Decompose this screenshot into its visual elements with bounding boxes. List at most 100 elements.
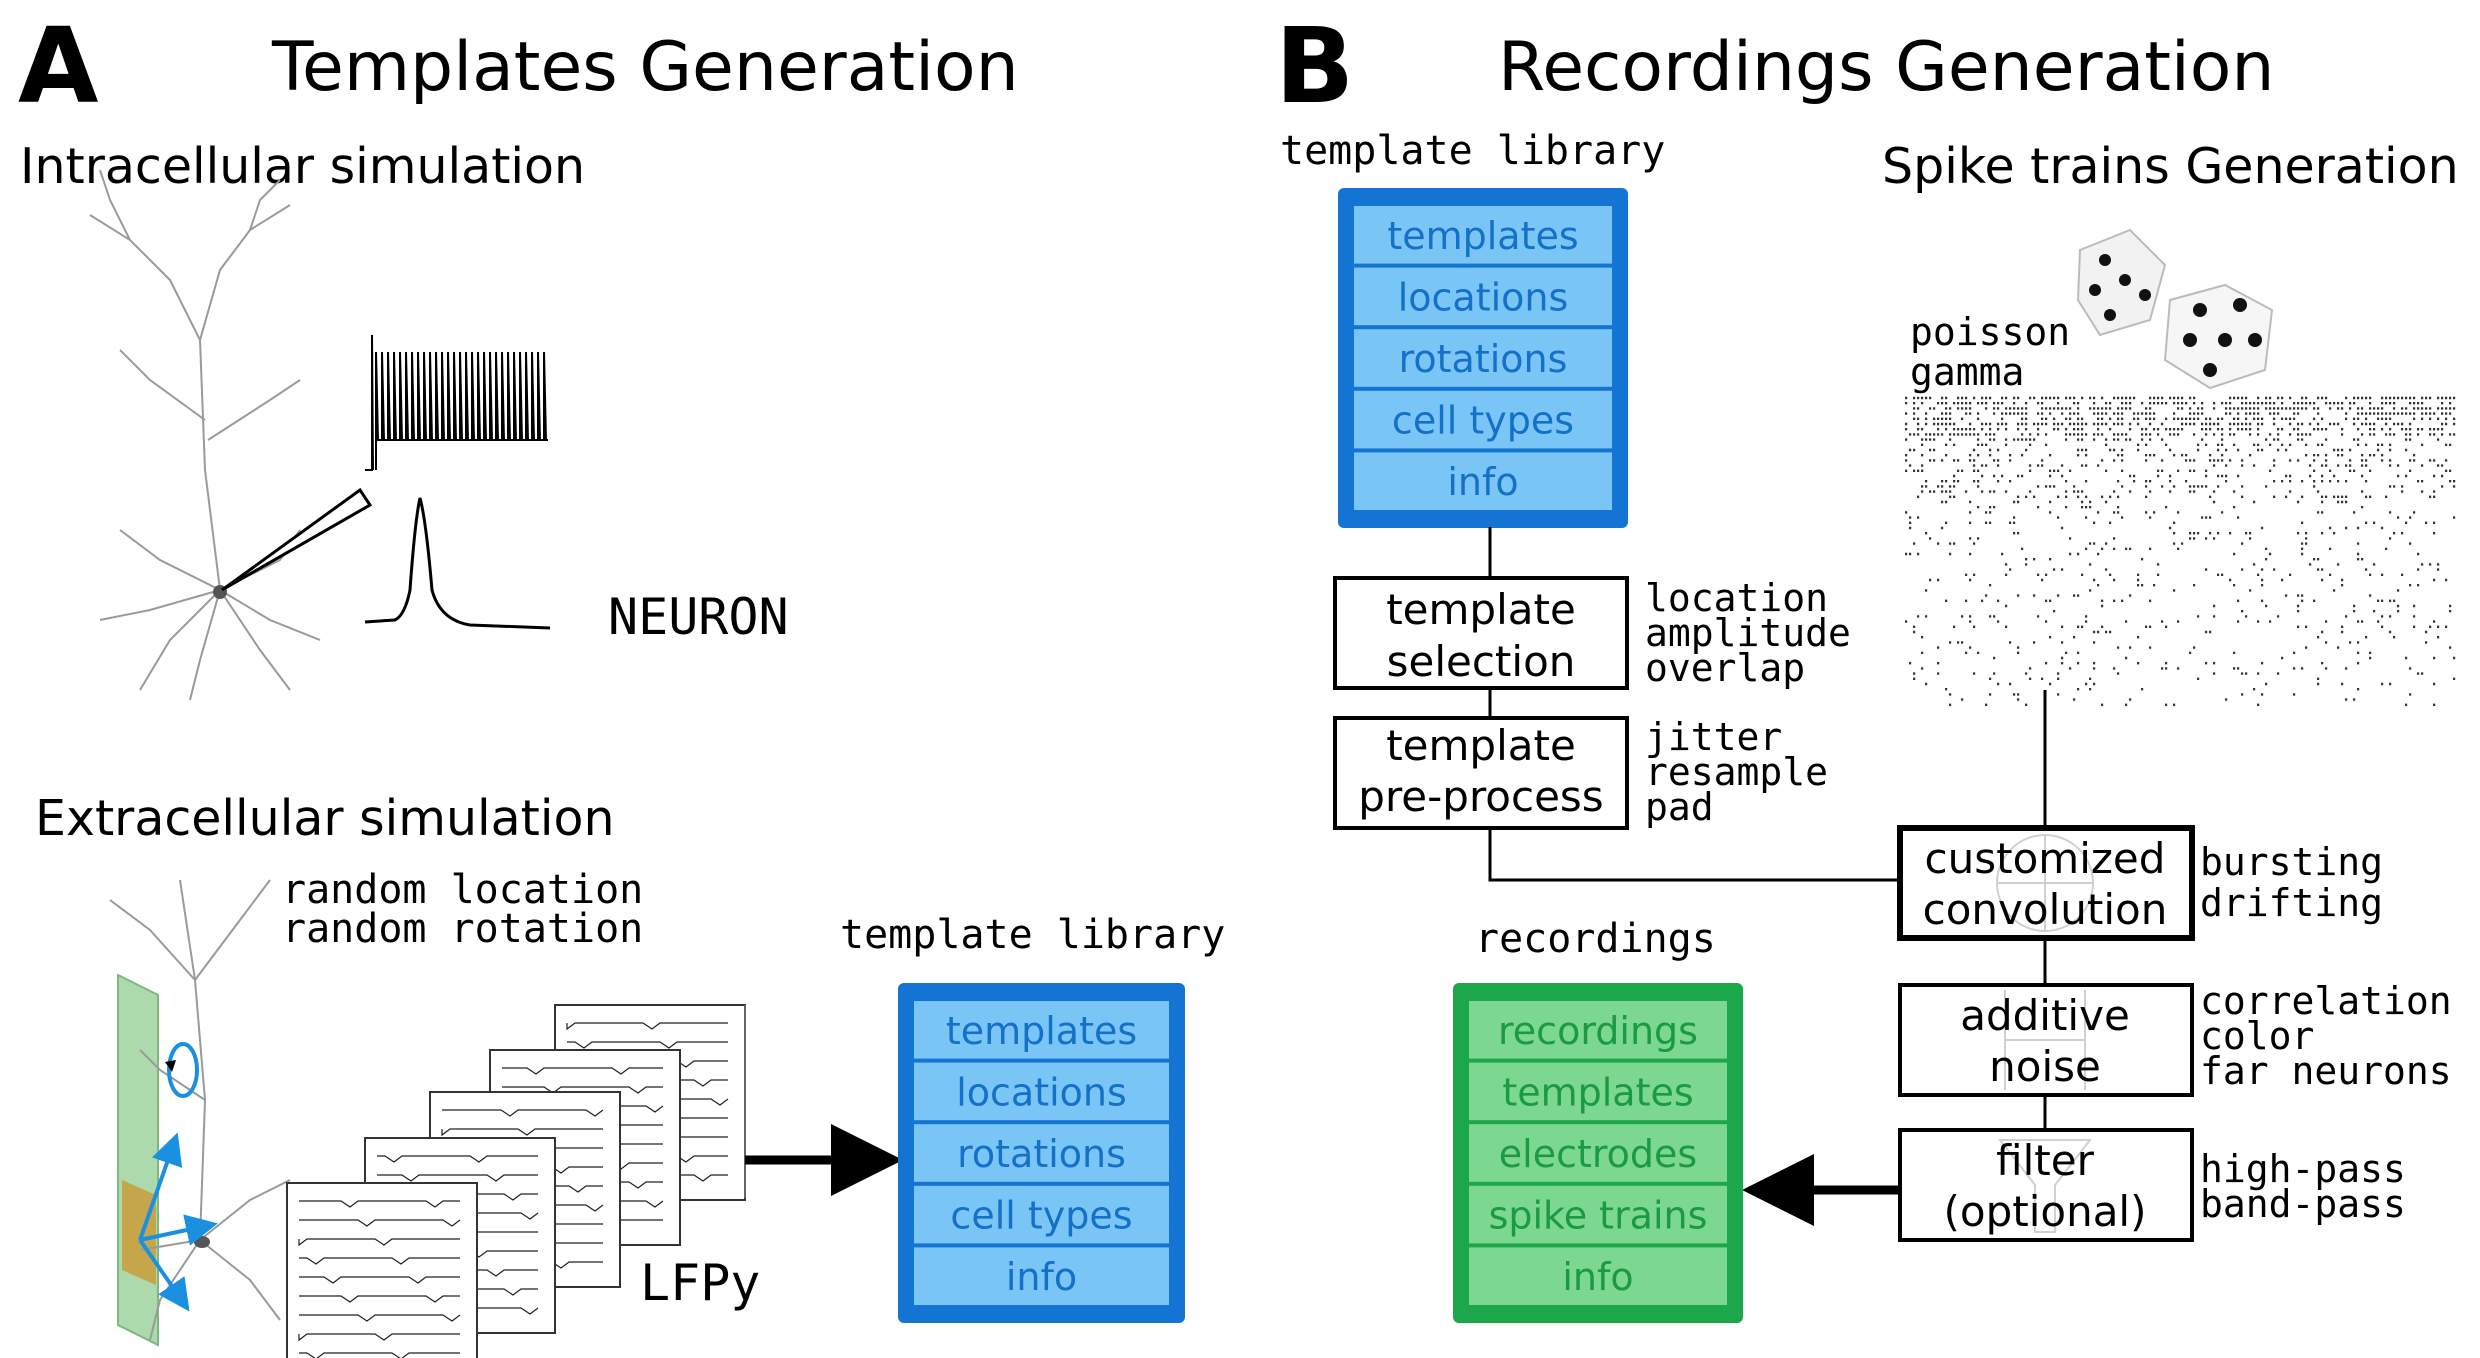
template-library-b: templates locations rotations cell types inf… bbox=[1338, 188, 1628, 528]
lfp-trace bbox=[299, 1219, 461, 1227]
random-location-label: random location bbox=[282, 867, 643, 913]
template-preprocess-box bbox=[1333, 716, 1629, 830]
library-b-cell bbox=[1354, 206, 1612, 264]
preprocess-param-pad: pad bbox=[1645, 785, 1714, 829]
lfp-trace bbox=[299, 1295, 460, 1303]
library-a-cell bbox=[914, 1001, 1169, 1059]
rotation-icon bbox=[167, 1042, 199, 1098]
library-a-item: locations bbox=[956, 1070, 1127, 1114]
random-rotation-label: random rotation bbox=[282, 906, 643, 952]
lfp-trace bbox=[298, 1238, 460, 1247]
library-b-title: template library bbox=[1280, 128, 1665, 174]
selection-param-location: location bbox=[1645, 576, 1828, 620]
action-potential-waveform bbox=[364, 497, 551, 630]
lfp-trace bbox=[299, 1276, 460, 1284]
template-selection-box bbox=[1333, 576, 1629, 690]
recordings-cell bbox=[1469, 1001, 1727, 1059]
lfp-trace bbox=[377, 1174, 538, 1182]
probe-plane bbox=[117, 973, 159, 1347]
preprocess-param-resample: resample bbox=[1645, 750, 1828, 794]
dice-icon bbox=[2076, 228, 2274, 390]
filter-box bbox=[1898, 1128, 2194, 1242]
panel-a-letter: A bbox=[18, 5, 99, 127]
library-a-title: template library bbox=[840, 912, 1225, 958]
library-b-cell bbox=[1354, 390, 1612, 449]
filter-param-band-pass: band-pass bbox=[2200, 1182, 2406, 1226]
lfp-sheet-stack bbox=[286, 1004, 746, 1358]
noise-param-color: color bbox=[2200, 1014, 2314, 1058]
library-b-item: cell types bbox=[1392, 399, 1574, 443]
filter-param-high-pass: high-pass bbox=[2200, 1147, 2406, 1191]
recordings-item: recordings bbox=[1498, 1009, 1698, 1053]
recordings-cell bbox=[1469, 1062, 1727, 1121]
library-b-cell bbox=[1354, 452, 1612, 510]
convolution-param-bursting: bursting bbox=[2200, 840, 2383, 884]
filter-line2: (optional) bbox=[1944, 1187, 2147, 1236]
library-a-item: templates bbox=[946, 1009, 1137, 1053]
selection-param-overlap: overlap bbox=[1645, 646, 1805, 690]
neuron-label: NEURON bbox=[608, 588, 789, 646]
lfp-trace bbox=[299, 1314, 461, 1322]
panel-a: A Templates Generation Intracellular sim… bbox=[18, 5, 1225, 1358]
lfp-trace bbox=[299, 1200, 460, 1208]
pipette-icon bbox=[221, 487, 373, 592]
filter-watermark-icon bbox=[1997, 1139, 2093, 1233]
convolution-watermark-icon bbox=[1996, 834, 2094, 932]
additive-noise-line2: noise bbox=[1989, 1042, 2101, 1091]
intracellular-spike-trace bbox=[365, 334, 548, 471]
library-b-item: locations bbox=[1398, 275, 1569, 319]
filter-line1: filter bbox=[1996, 1136, 2094, 1185]
lfp-trace bbox=[299, 1257, 460, 1265]
noise-watermark-icon bbox=[2004, 990, 2086, 1090]
library-a-cell bbox=[914, 1124, 1169, 1182]
panel-b-title: Recordings Generation bbox=[1498, 28, 2275, 107]
recordings-item: info bbox=[1562, 1255, 1633, 1299]
lfp-trace bbox=[299, 1352, 460, 1358]
lfp-trace bbox=[567, 1041, 728, 1049]
vector-z-icon bbox=[138, 1238, 190, 1312]
library-b-cell bbox=[1354, 267, 1612, 326]
library-b-cell bbox=[1354, 329, 1612, 387]
recordings-cell bbox=[1469, 1124, 1727, 1182]
lfp-trace bbox=[377, 1155, 538, 1163]
template-selection-line2: selection bbox=[1387, 637, 1576, 686]
spike-type-gamma: gamma bbox=[1910, 350, 2024, 394]
convolution-line1: customized bbox=[1925, 834, 2166, 883]
library-b-item: templates bbox=[1387, 214, 1578, 258]
panel-b: B Recordings Generation template library… bbox=[1275, 5, 2459, 1323]
vector-x-icon bbox=[139, 1214, 218, 1246]
lfp-trace bbox=[566, 1022, 728, 1031]
panel-b-letter: B bbox=[1275, 5, 1354, 127]
noise-param-correlation: correlation bbox=[2200, 979, 2452, 1023]
library-b-item: rotations bbox=[1399, 337, 1568, 381]
convolution-param-drifting: drifting bbox=[2200, 881, 2383, 925]
spike-raster bbox=[1905, 396, 2456, 828]
preprocess-param-jitter: jitter bbox=[1645, 715, 1782, 759]
extracellular-title: Extracellular simulation bbox=[35, 790, 615, 847]
library-a-item: info bbox=[1006, 1255, 1077, 1299]
template-selection-line1: template bbox=[1386, 585, 1576, 634]
vector-y-icon bbox=[138, 1132, 183, 1241]
lfp-trace bbox=[442, 1109, 604, 1117]
rotation-arrowhead-icon bbox=[165, 1060, 176, 1072]
selection-param-amplitude: amplitude bbox=[1645, 611, 1851, 655]
lfp-trace bbox=[502, 1067, 663, 1075]
lfp-sheet bbox=[286, 1182, 478, 1358]
spike-trains-title: Spike trains Generation bbox=[1882, 138, 2459, 195]
lfpy-label: LFPy bbox=[640, 1254, 760, 1312]
convolution-line2: convolution bbox=[1923, 885, 2168, 934]
library-a-cell bbox=[914, 1185, 1169, 1244]
lfp-trace bbox=[441, 1128, 603, 1137]
noise-param-far-neurons: far neurons bbox=[2200, 1049, 2452, 1093]
recordings-cell bbox=[1469, 1185, 1727, 1244]
library-b-item: info bbox=[1447, 460, 1518, 504]
template-preprocess-line2: pre-process bbox=[1358, 772, 1603, 821]
library-a-item: rotations bbox=[957, 1132, 1126, 1176]
electrode-patch bbox=[122, 1180, 156, 1285]
additive-noise-line1: additive bbox=[1960, 991, 2130, 1040]
recordings-item: electrodes bbox=[1499, 1132, 1697, 1176]
recordings-cell bbox=[1469, 1247, 1727, 1305]
